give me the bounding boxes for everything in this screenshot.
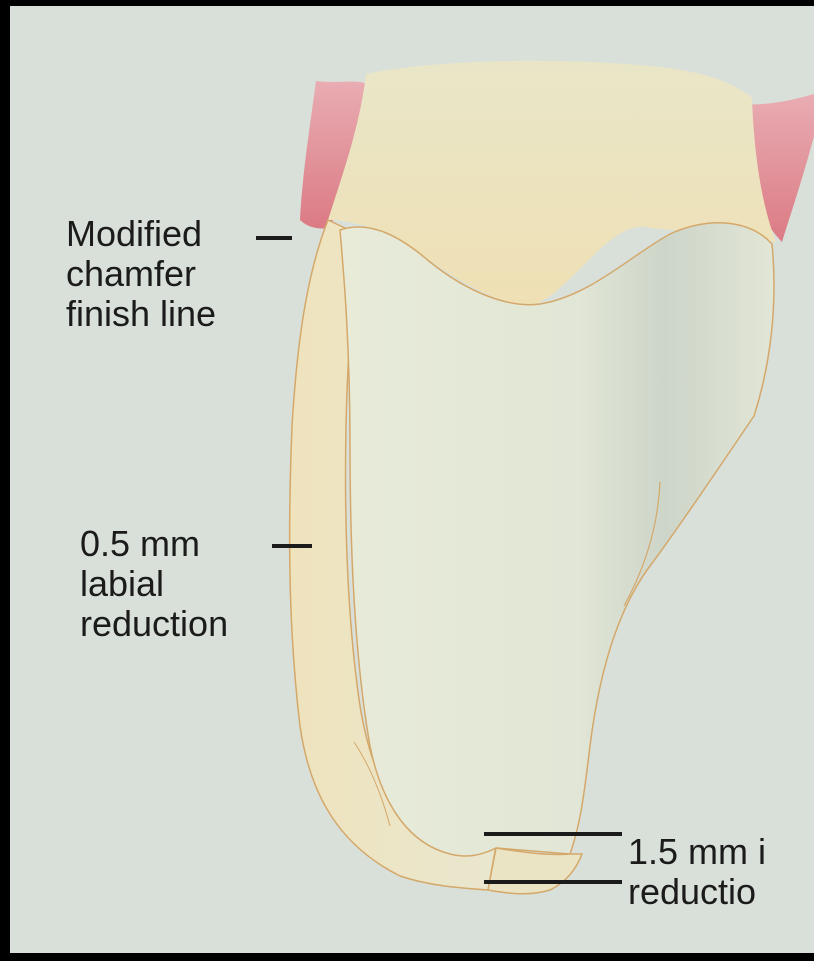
labial-label-line-2: labial xyxy=(80,564,228,604)
finish-line-label-line-1: Modified xyxy=(66,214,216,254)
diagram-panel: Modified chamfer finish line 0.5 mm labi… xyxy=(10,6,814,953)
labial-label-line-1: 0.5 mm xyxy=(80,524,228,564)
labial-label-line-3: reduction xyxy=(80,604,228,644)
finish-line-label-line-3: finish line xyxy=(66,294,216,334)
finish-line-label-line-2: chamfer xyxy=(66,254,216,294)
prepared-tooth-body xyxy=(340,223,774,856)
incisal-label-line-1: 1.5 mm i xyxy=(628,832,766,872)
labial-reduction-label: 0.5 mm labial reduction xyxy=(80,524,228,644)
incisal-label-line-2: reductio xyxy=(628,872,766,912)
finish-line-label: Modified chamfer finish line xyxy=(66,214,216,334)
tooth-preparation-illustration xyxy=(10,6,814,953)
incisal-reduction-label: 1.5 mm i reductio xyxy=(628,832,766,912)
incisal-reduction-zone xyxy=(488,848,582,894)
